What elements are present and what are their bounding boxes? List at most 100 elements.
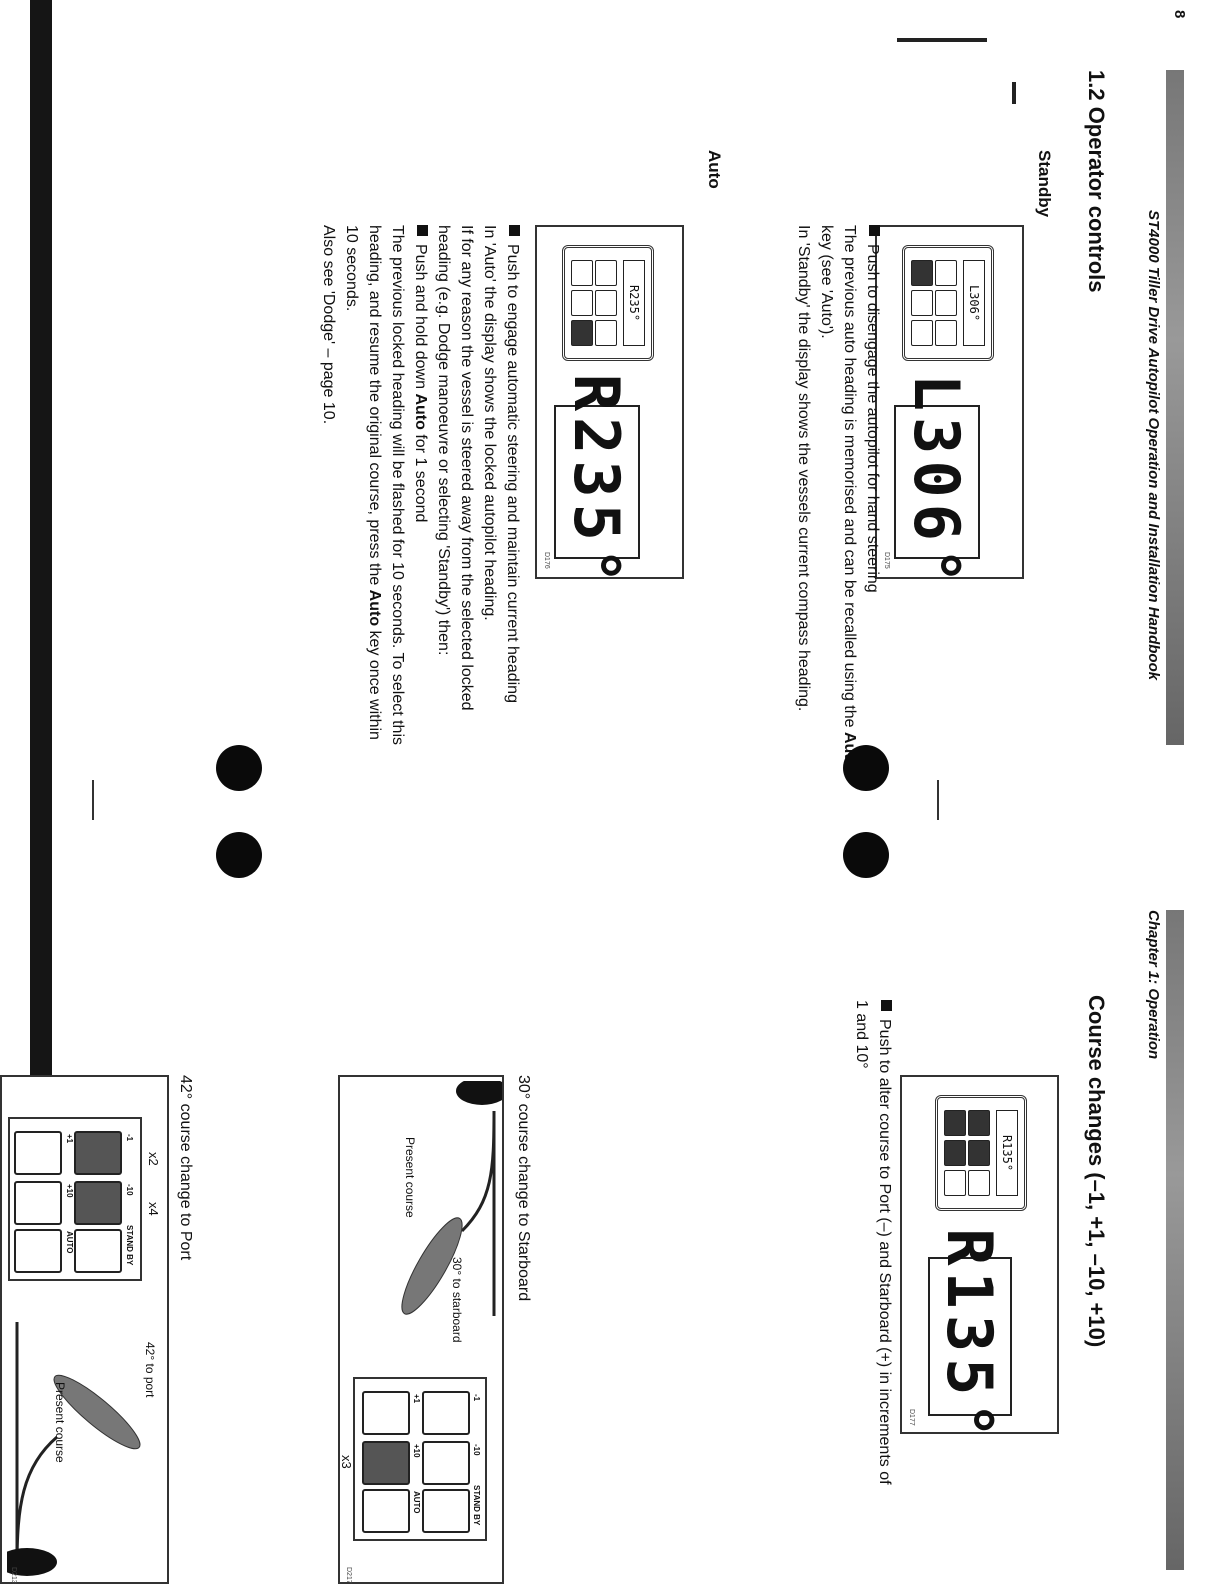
key-auto	[944, 1170, 966, 1196]
key-plus1-pressed	[968, 1140, 990, 1166]
key-minus10-pressed	[944, 1110, 966, 1136]
key-plus1	[14, 1131, 62, 1175]
punch-hole	[843, 832, 889, 878]
header-band	[1166, 910, 1184, 1570]
tiller-handle	[456, 1081, 502, 1105]
key-label: -10	[472, 1444, 481, 1456]
auto-para3: The previous locked heading will be flas…	[343, 225, 406, 746]
key-plus10	[911, 290, 933, 316]
bullet-square	[869, 225, 880, 236]
standby-text-block: Push to disengage the autopilot for hand…	[792, 225, 884, 785]
key-standby	[422, 1489, 470, 1533]
course-track-illustration	[7, 1322, 141, 1576]
keypad: -1 -10 STAND BY +1 +10 AUTO	[353, 1377, 487, 1541]
crop-mark	[897, 38, 987, 42]
key-minus10	[595, 320, 617, 346]
key-label: +10	[65, 1184, 74, 1198]
standby-para1: The previous auto heading is memorised a…	[818, 225, 858, 768]
key-plus10-pressed	[944, 1140, 966, 1166]
auto-text-block: Push to engage automatic steering and ma…	[317, 225, 524, 745]
key-label: +1	[412, 1394, 421, 1404]
key-auto	[911, 320, 933, 346]
key-standby-pressed	[911, 260, 933, 286]
key-auto-pressed	[571, 320, 593, 346]
auto-bullet2: Push and hold down Auto for 1 second	[409, 225, 432, 745]
bullet-square	[881, 1000, 892, 1011]
key-minus10	[935, 320, 957, 346]
page-number: 8	[1171, 10, 1188, 19]
mini-display: R135°	[996, 1110, 1018, 1196]
key-plus10-pressed	[362, 1441, 410, 1485]
key-label: -1	[472, 1394, 481, 1402]
section-title: 1.2 Operator controls	[1084, 70, 1109, 293]
course-change-figure: R135° R135° D177	[900, 1075, 1059, 1445]
tiller-arm	[15, 1435, 58, 1568]
key-label: STAND BY	[125, 1225, 134, 1266]
figure-number: D217	[345, 1567, 352, 1584]
standby-heading: Standby	[1035, 150, 1054, 218]
controller-panel: R135°	[935, 1095, 1027, 1211]
controller-panel: R235°	[562, 245, 654, 361]
press-count-minus1: x2	[146, 1152, 161, 1166]
press-count-minus10: x4	[146, 1202, 161, 1216]
course-change-bullet: Push to alter course to Port (–) and Sta…	[853, 1000, 893, 1485]
heading-display: R235°	[554, 374, 640, 590]
auto-bullet1: Push to engage automatic steering and ma…	[501, 225, 524, 745]
key-plus1	[595, 290, 617, 316]
header-band	[1166, 70, 1184, 745]
punch-hole	[843, 745, 889, 791]
key-auto	[14, 1229, 62, 1273]
key-label: AUTO	[412, 1491, 421, 1514]
turn-label: 42° to port	[143, 1342, 157, 1398]
auto-heading: Auto	[705, 150, 724, 189]
starboard-figure: 30° to starboard Present course -1 -10 S…	[338, 1075, 504, 1584]
tiller-arm	[460, 1110, 496, 1233]
heading-display: R135°	[928, 1228, 1012, 1445]
starboard-caption: 30° course change to Starboard	[515, 1075, 532, 1302]
crop-mark	[1012, 82, 1016, 104]
present-course-label: Present course	[53, 1382, 67, 1463]
course-track-illustration	[401, 1081, 502, 1316]
tiller-handle	[7, 1548, 57, 1576]
key-plus1	[935, 290, 957, 316]
key-plus10	[571, 290, 593, 316]
auto-para2: If for any reason the vessel is steered …	[435, 225, 475, 711]
fold-line	[92, 780, 94, 820]
key-minus1	[595, 260, 617, 286]
key-standby	[968, 1170, 990, 1196]
key-label: +1	[65, 1134, 74, 1144]
section-title: Course changes (–1, +1, –10, +10)	[1084, 995, 1109, 1348]
key-label: -1	[125, 1134, 134, 1142]
auto-para1: In 'Auto' the display shows the locked a…	[481, 225, 498, 621]
key-plus10	[14, 1181, 62, 1225]
turn-label: 30° to starboard	[450, 1257, 464, 1343]
auto-figure: R235° R235° D176	[535, 225, 684, 590]
tiller-blade	[401, 1217, 463, 1315]
key-minus1	[935, 260, 957, 286]
key-plus1	[362, 1391, 410, 1435]
key-standby	[571, 260, 593, 286]
keypad: -1 -10 STAND BY +1 +10 AUTO	[8, 1117, 142, 1281]
figure-number: D175	[883, 552, 890, 569]
key-minus1-pressed	[74, 1131, 122, 1175]
press-count: x3	[339, 1455, 354, 1469]
key-minus1-pressed	[968, 1110, 990, 1136]
key-label: -10	[125, 1184, 134, 1196]
present-course-label: Present course	[403, 1137, 417, 1218]
figure-number: D177	[908, 1409, 915, 1426]
fold-line	[937, 780, 939, 820]
port-caption: 42° course change to Port	[177, 1075, 194, 1261]
key-label: STAND BY	[472, 1485, 481, 1526]
key-label: AUTO	[65, 1231, 74, 1254]
key-auto	[362, 1489, 410, 1533]
bullet-square	[417, 225, 428, 236]
auto-para4: Also see 'Dodge' – page 10.	[320, 225, 337, 425]
figure-number: D176	[543, 552, 550, 569]
running-header: Chapter 1: Operation	[1145, 910, 1162, 1060]
key-minus10-pressed	[74, 1181, 122, 1225]
port-figure: -1 -10 STAND BY +1 +10 AUTO x2 x4 42° to…	[0, 1075, 169, 1584]
tiller-blade	[53, 1374, 141, 1450]
standby-figure: L306° L306° D175	[875, 225, 1024, 590]
punch-hole	[216, 832, 262, 878]
